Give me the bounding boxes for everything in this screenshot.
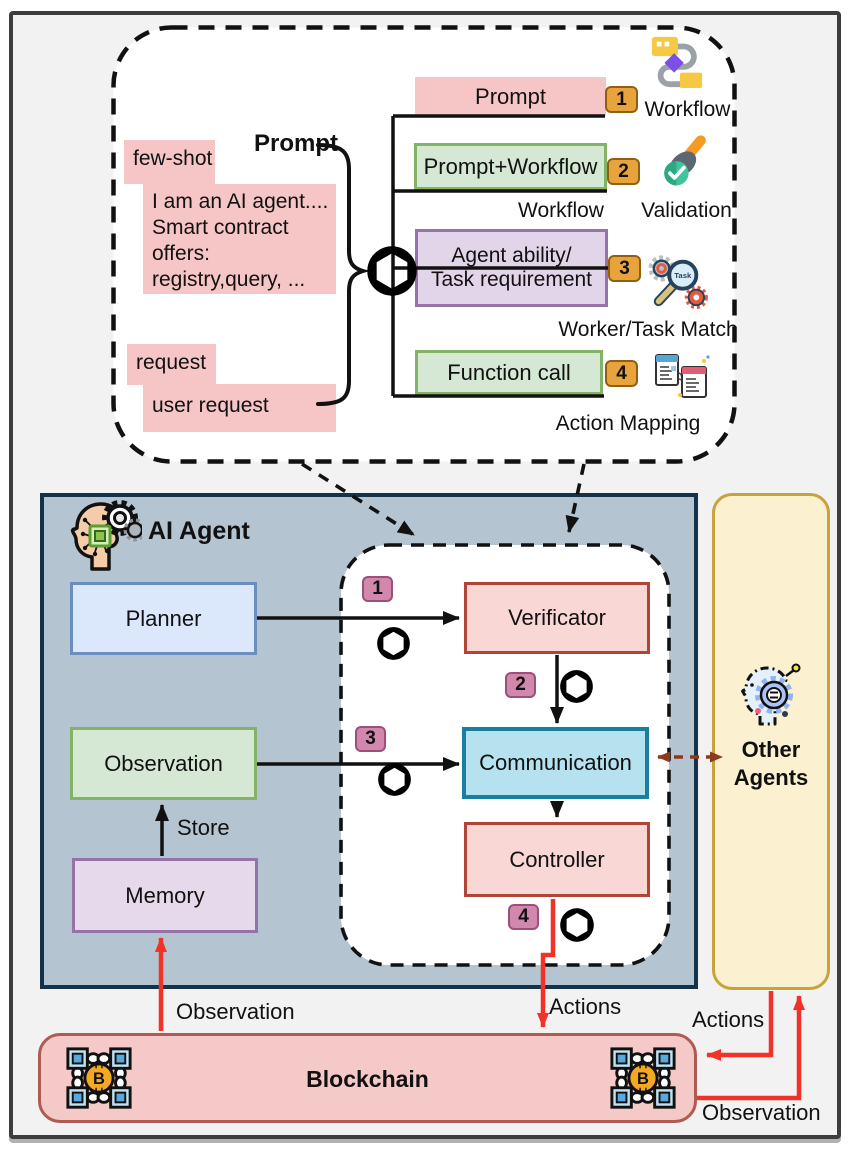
other-agents-panel (712, 493, 830, 990)
observation-left-edge-label: Observation (176, 999, 295, 1024)
prompt-brace-label: Prompt (254, 130, 338, 157)
memory-box: Memory (72, 858, 258, 933)
prompt-workflow-step-box: Prompt+Workflow (414, 143, 607, 190)
gpt-icon (376, 761, 413, 798)
request-note: user request (143, 384, 336, 432)
step-badge-3: 3 (608, 255, 641, 282)
agent-ability-line1: Agent ability/ (451, 243, 572, 267)
other-agents-line1: Other (741, 737, 801, 762)
verificator-box: Verificator (464, 582, 650, 654)
few-shot-note: I am an AI agent.... Smart contract offe… (143, 184, 336, 294)
ai-agent-head-icon (64, 496, 142, 572)
workflow-caption: Workflow (644, 98, 731, 121)
worker-task-match-caption: Worker/Task Match (558, 318, 738, 341)
gpt-icon (558, 668, 595, 705)
communication-box: Communication (462, 727, 649, 799)
core-badge-1: 1 (362, 576, 393, 602)
core-badge-3: 3 (355, 726, 386, 752)
blockchain-label: Blockchain (306, 1066, 429, 1092)
action-mapping-caption: Action Mapping (555, 412, 701, 435)
step-badge-2: 2 (607, 158, 640, 185)
step-badge-4: 4 (605, 360, 638, 387)
action-mapping-icon (654, 352, 710, 400)
actions-right-edge-label: Actions (692, 1007, 765, 1032)
workflow-side-label: Workflow (518, 199, 604, 222)
workflow-icon (648, 33, 706, 89)
core-badge-2: 2 (505, 672, 536, 698)
validation-caption: Validation (641, 199, 732, 222)
agent-ability-line2: Task requirement (430, 268, 593, 291)
agent-ability-step-box: Agent ability/ Task requirement (415, 229, 608, 307)
core-badge-4: 4 (508, 904, 539, 930)
other-agents-head-icon (736, 658, 802, 728)
other-agents-line2: Agents (733, 765, 809, 790)
step-badge-1: 1 (605, 86, 638, 113)
controller-box: Controller (464, 822, 650, 897)
prompt-step-box: Prompt (415, 77, 606, 116)
ai-agent-title: AI Agent (148, 517, 250, 545)
blockchain-icon (608, 1041, 678, 1117)
planner-box: Planner (70, 582, 257, 655)
svg-text:Task: Task (674, 271, 692, 280)
blockchain-panel (38, 1033, 697, 1123)
actions-middle-edge-label: Actions (549, 994, 622, 1019)
blockchain-icon (64, 1041, 134, 1117)
store-edge-label: Store (177, 815, 230, 840)
few-shot-tag: few-shot (124, 140, 215, 184)
validation-icon (653, 133, 711, 191)
gpt-icon (364, 243, 420, 299)
function-call-step-box: Function call (415, 350, 603, 395)
gpt-icon (375, 625, 412, 662)
other-agents-label: Other Agents (712, 736, 830, 792)
observation-right-edge-label: Observation (702, 1100, 821, 1125)
gpt-icon (558, 906, 596, 944)
task-match-icon: Task (646, 252, 708, 310)
request-tag: request (127, 344, 216, 385)
observation-box: Observation (70, 727, 257, 800)
